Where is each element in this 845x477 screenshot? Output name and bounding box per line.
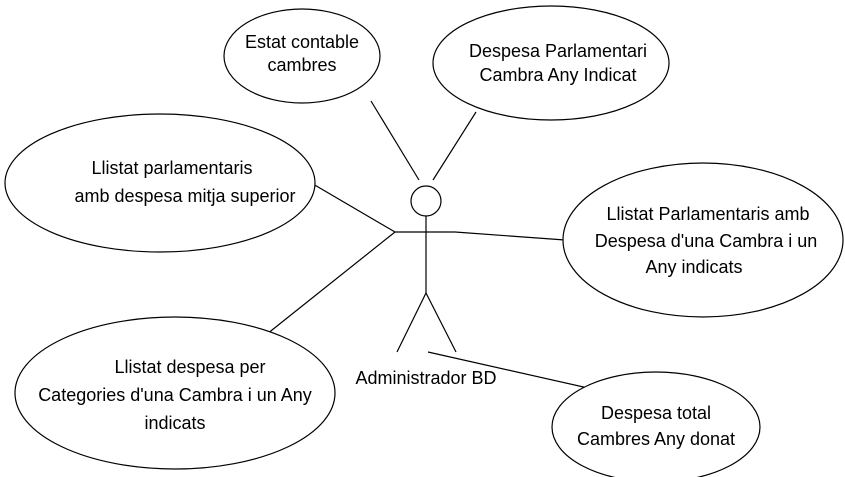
association-despesa-total [427, 351, 589, 389]
association-llistat-despesa-categories [261, 231, 396, 339]
use-case-despesa-parlamentari[interactable]: Despesa Parlamentari Cambra Any Indicat [432, 5, 670, 121]
use-case-label-line: Llistat parlamentaris [91, 158, 252, 178]
use-case-ellipse [551, 371, 761, 477]
use-case-label-line: amb despesa mitja superior [74, 186, 295, 206]
use-case-label-line: Cambra Any Indicat [479, 65, 636, 85]
actor-head [410, 185, 442, 217]
use-case-llistat-parlamentaris-cambra-any[interactable]: Llistat Parlamentaris amb Despesa d'una … [562, 162, 844, 318]
association-estat-contable [370, 100, 420, 181]
actor-label: Administrador BD [355, 368, 496, 388]
use-case-label-line: Cambres Any donat [577, 429, 735, 449]
use-case-ellipse [562, 162, 844, 318]
association-despesa-parlamentari [432, 111, 477, 181]
use-case-label-line: indicats [144, 413, 205, 433]
actor-left-leg [396, 292, 427, 353]
association-llistat-parlamentaris-cambra-any [454, 231, 566, 241]
use-case-label-line: Despesa total [601, 403, 711, 423]
use-case-label-line: Any indicats [645, 257, 742, 277]
use-case-ellipse [14, 316, 336, 470]
associations [261, 100, 589, 389]
use-case-ellipse [223, 8, 381, 104]
actor-administrador-bd[interactable]: Administrador BD [355, 185, 497, 388]
use-case-label-line: Llistat despesa per [114, 357, 265, 377]
use-case-label-line: Despesa d'una Cambra i un [595, 231, 818, 251]
use-case-estat-contable[interactable]: Estat contable cambres [223, 8, 381, 104]
use-case-label-line: cambres [267, 55, 336, 75]
use-case-label-line: Llistat Parlamentaris amb [606, 204, 809, 224]
association-llistat-despesa-mitja [312, 183, 396, 233]
use-case-llistat-despesa-categories[interactable]: Llistat despesa per Categories d'una Cam… [14, 316, 336, 470]
use-case-llistat-despesa-mitja[interactable]: Llistat parlamentaris amb despesa mitja … [4, 113, 316, 253]
use-case-ellipse [4, 113, 316, 253]
use-case-ellipse [432, 5, 670, 121]
use-case-label-line: Categories d'una Cambra i un Any [38, 385, 312, 405]
use-case-label-line: Despesa Parlamentari [469, 41, 647, 61]
use-case-label-line: Estat contable [245, 32, 359, 52]
use-case-despesa-total[interactable]: Despesa total Cambres Any donat [551, 371, 761, 477]
actor-right-leg [425, 292, 457, 353]
